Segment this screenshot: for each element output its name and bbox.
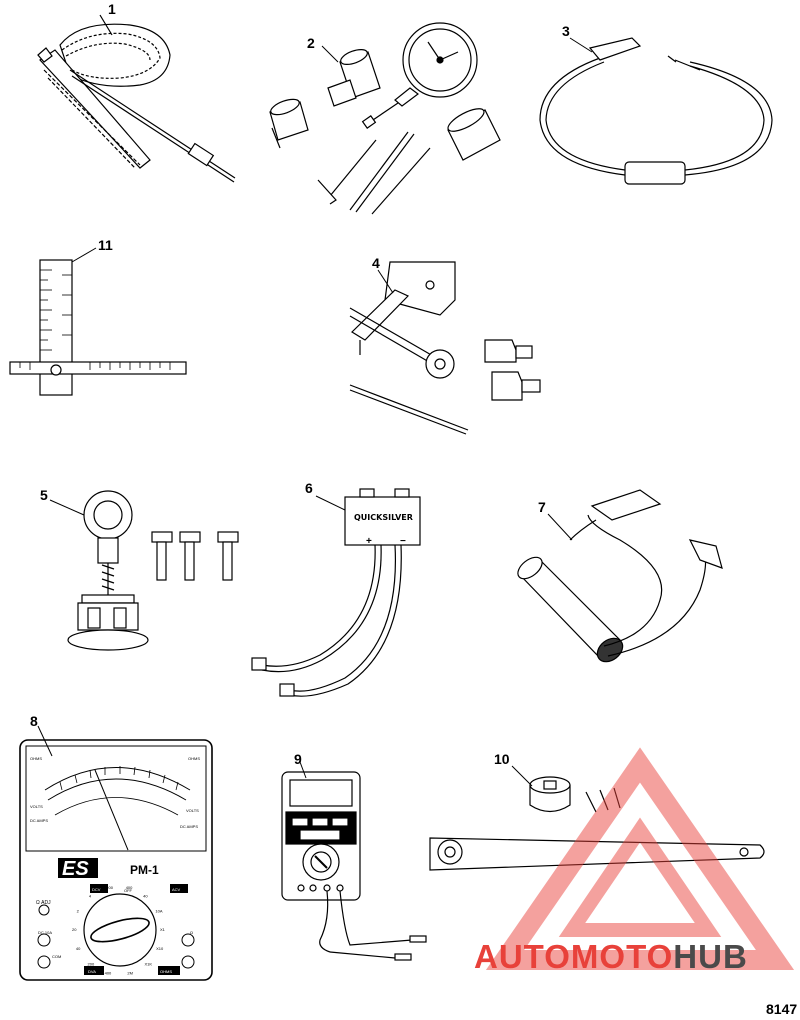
callout-7: 7 [538, 499, 546, 515]
tool-2-illustration [269, 22, 501, 215]
dial-label: 200 [106, 885, 113, 890]
ohm-symbol-label: Ω [190, 930, 193, 935]
tool-1-illustration [37, 14, 236, 183]
dial-label: 10A [155, 908, 162, 913]
com-label: COM [52, 954, 61, 959]
dial-label: 200 [88, 962, 95, 967]
callout-3: 3 [562, 23, 570, 39]
dial-label: 4 [89, 893, 92, 898]
scale-ohms-left: OHMS [30, 756, 42, 761]
callout-5: 5 [40, 487, 48, 503]
tool-3-illustration [539, 37, 773, 185]
dial-label: X1K [145, 962, 153, 967]
scale-volts-left: VOLTS [30, 804, 43, 809]
watermark-hub: HUB [673, 938, 748, 975]
watermark-text: AUTOMOTOHUB [474, 938, 748, 975]
tool-9-illustration [281, 771, 427, 961]
callout-6: 6 [305, 480, 313, 496]
dial-label: 40 [143, 893, 148, 898]
dial-label: X1 [160, 927, 166, 932]
dial-label: 40 [76, 946, 81, 951]
dva-label: DVA [88, 969, 96, 974]
figure-id: 8147 [766, 1001, 797, 1017]
callout-4: 4 [372, 255, 380, 271]
scale-volts-right: VOLTS [186, 808, 199, 813]
callout-8: 8 [30, 713, 38, 729]
tool-6-illustration [251, 488, 421, 697]
es-logo: ES [62, 858, 89, 880]
ohm-adj-label: Ω ADJ [36, 900, 51, 906]
dcv-label: DCV [92, 887, 101, 892]
dial-label: X10 [156, 946, 164, 951]
acv-label: ACV [172, 887, 181, 892]
dial-label: 400 [105, 971, 112, 976]
watermark-logo [485, 747, 795, 970]
scale-dcamps-right: DC AMPS [180, 824, 198, 829]
dial-label: 2M [127, 971, 133, 976]
tool-10-illustration [429, 776, 765, 871]
plus-terminal-label: + [366, 536, 372, 547]
tool-11-illustration [9, 259, 187, 396]
scale-ohms-right: OHMS [188, 756, 200, 761]
callout-9: 9 [294, 751, 302, 767]
dial-label: 2 [77, 908, 80, 913]
tool-4-illustration [349, 261, 541, 435]
callout-2: 2 [307, 35, 315, 51]
off-label: OFF [124, 888, 133, 893]
tool-7-illustration [517, 489, 723, 663]
callout-1: 1 [108, 1, 116, 17]
dial-label: 400 [126, 885, 133, 890]
minus-terminal-label: − [400, 536, 406, 547]
quicksilver-label: QUICKSILVER [354, 513, 413, 522]
callout-10: 10 [494, 751, 510, 767]
dial-label: 20 [72, 927, 77, 932]
dc10a-label: DC 10A [38, 930, 52, 935]
multimeter-pm1: OHMS OHMS VOLTS VOLTS DC AMPS DC AMPS ES… [19, 739, 213, 981]
ohms-label: OHMS [160, 969, 172, 974]
tool-5-illustration [67, 490, 239, 651]
model-label: PM-1 [130, 863, 159, 877]
watermark-auto: AUTO [474, 938, 571, 975]
callout-11: 11 [98, 237, 113, 253]
scale-dcamps-left: DC AMPS [30, 818, 48, 823]
watermark-moto: MOTO [571, 938, 673, 975]
